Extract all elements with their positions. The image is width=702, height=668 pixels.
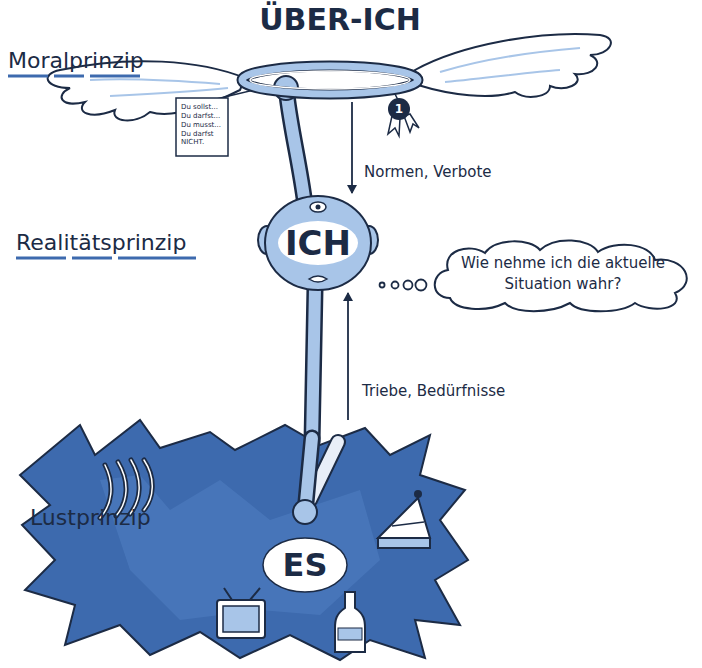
thought-cloud-outline — [430, 238, 696, 310]
connector-line — [347, 293, 349, 420]
connector-line — [351, 102, 353, 193]
cake-cherry — [414, 490, 422, 498]
edge-label: Normen, Verbote — [362, 163, 494, 181]
halo-ring — [242, 66, 418, 94]
psyche-instance-name: ICH — [285, 223, 351, 263]
psyche-instance-name: ÜBER-ICH — [259, 2, 421, 38]
face-patch — [278, 221, 358, 265]
id-blob-outline — [20, 420, 470, 660]
illustration-part — [90, 79, 228, 96]
illustration-part — [176, 98, 228, 156]
bottle-symbol — [335, 592, 365, 652]
thought-dot — [380, 283, 385, 288]
illustration-part — [16, 257, 196, 260]
illustration-part — [287, 95, 305, 205]
thought-dot — [392, 282, 399, 289]
tv-symbol — [217, 600, 265, 638]
blob-shade — [100, 475, 380, 620]
thought-dots — [380, 280, 427, 291]
id-blob: ES — [20, 420, 470, 660]
head-outline — [265, 196, 371, 290]
halo-ring — [242, 66, 418, 94]
illustration-part — [8, 75, 140, 78]
illustration-part — [312, 288, 315, 442]
cloud-outline — [435, 240, 687, 311]
principle-label: Lustprinzip — [30, 505, 151, 530]
bottle-symbol — [338, 628, 362, 640]
superego-halo: ÜBER-ICH — [240, 2, 440, 102]
halo-shine — [250, 71, 410, 89]
thought-dot — [415, 280, 426, 291]
id-patch — [263, 538, 347, 592]
mouth-symbol — [309, 276, 327, 282]
illustration-part — [440, 48, 580, 82]
arm — [306, 438, 312, 502]
eye-symbol — [316, 205, 321, 210]
drive-arrow — [348, 293, 349, 420]
tv-symbol — [224, 588, 260, 600]
ego-head: ICH — [263, 193, 373, 293]
principle-label: Realitätsprinzip — [16, 230, 186, 255]
medal-number: 1 — [388, 98, 410, 120]
rule-note: Du darfst NICHT. — [181, 130, 225, 146]
rule-note: Du darfst... — [181, 112, 225, 120]
rule-note: Du sollst... — [181, 103, 225, 111]
edge-label: Triebe, Bedürfnisse — [360, 382, 507, 400]
norm-arrow — [352, 102, 353, 193]
arm — [306, 438, 312, 502]
principle-label: Moralprinzip — [8, 48, 144, 73]
illustration-part — [287, 95, 305, 205]
thought-text: Wie nehme ich die aktuelle Situation wah… — [458, 253, 668, 295]
rule-note: Du musst... — [181, 121, 225, 129]
cake-slice — [378, 538, 430, 548]
psyche-instance-name: ES — [283, 546, 328, 584]
illustration-part — [312, 288, 315, 442]
illustration-part — [415, 34, 611, 97]
tv-symbol — [223, 606, 259, 632]
cake-slice — [378, 498, 430, 538]
thought-cloud: Wie nehme ich die aktuelle Situation wah… — [430, 238, 696, 310]
fist — [293, 500, 317, 524]
eye-symbol — [310, 202, 326, 212]
cake-slice — [392, 522, 424, 526]
id-blob-outline — [20, 420, 468, 660]
thought-dot — [403, 281, 412, 290]
